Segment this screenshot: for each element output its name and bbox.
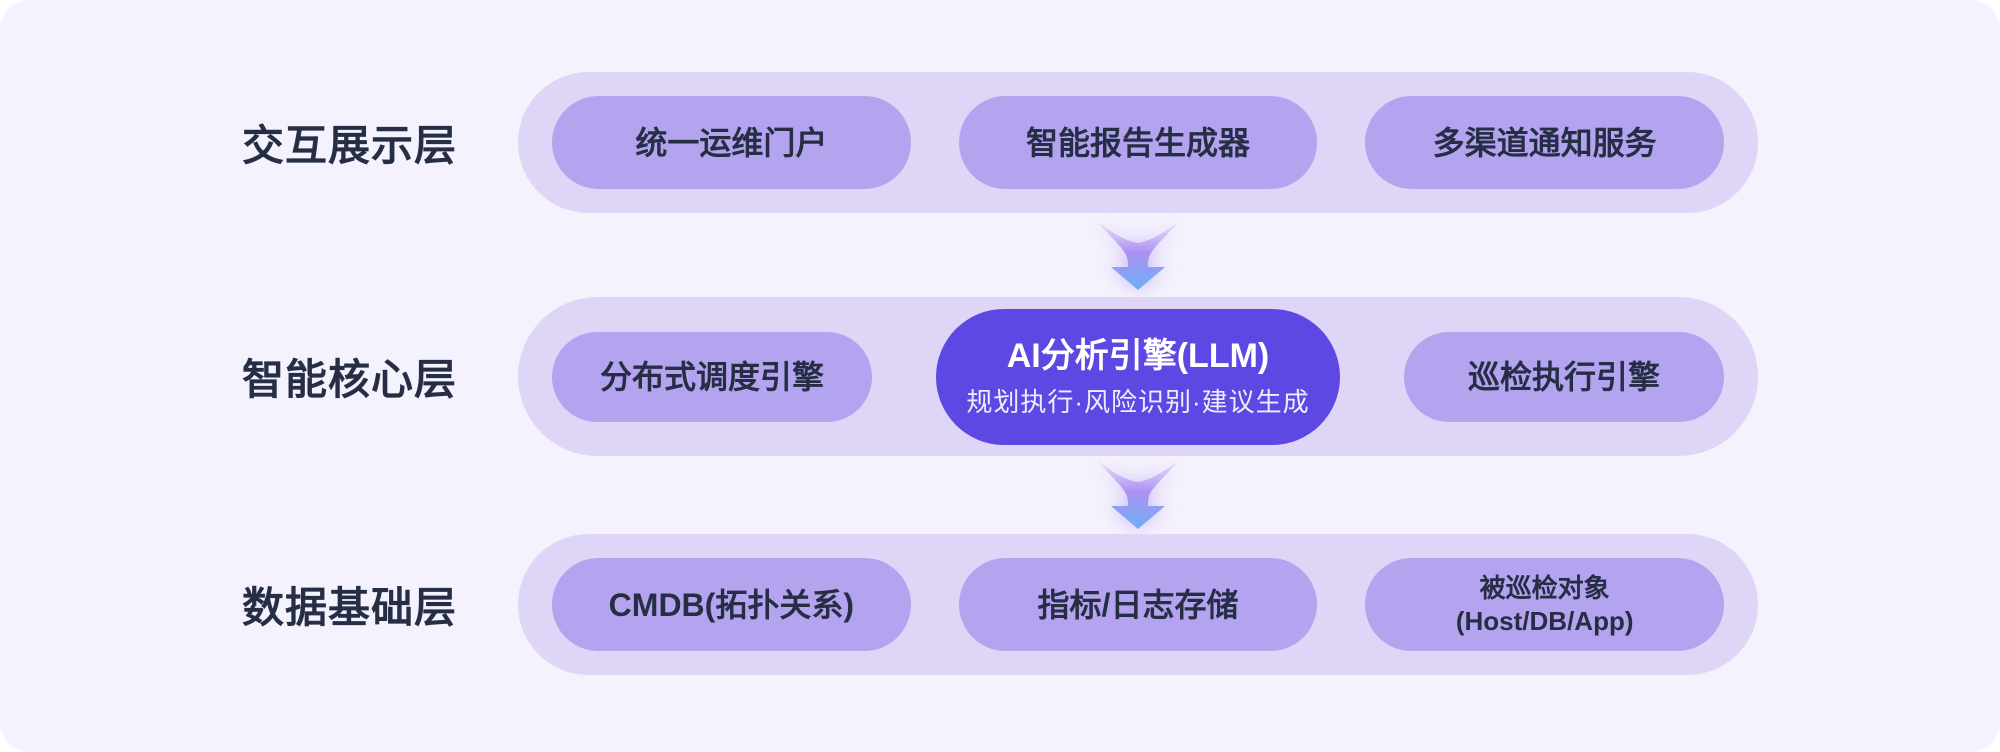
layer-row-core: 分布式调度引擎 AI分析引擎(LLM) 规划执行·风险识别·建议生成 巡检执行引… (518, 297, 1758, 456)
node-ai-analysis-engine: AI分析引擎(LLM) 规划执行·风险识别·建议生成 (936, 308, 1340, 445)
node-title: 巡检执行引擎 (1467, 358, 1660, 395)
node-title-line2: (Host/DB/App) (1455, 605, 1634, 636)
down-arrow-icon (1078, 220, 1198, 292)
node-title: 分布式调度引擎 (599, 358, 824, 395)
layer-label-data: 数据基础层 (242, 534, 502, 675)
node-subtitle: 规划执行·风险识别·建议生成 (966, 386, 1310, 417)
layer-row-data: CMDB(拓扑关系) 指标/日志存储 被巡检对象 (Host/DB/App) (518, 534, 1758, 675)
down-arrow-icon (1078, 459, 1198, 531)
node-title: 多渠道通知服务 (1432, 124, 1657, 161)
node-title: AI分析引擎(LLM) (1006, 337, 1270, 375)
node-report-generator: 智能报告生成器 (958, 96, 1318, 189)
node-title: 智能报告生成器 (1026, 124, 1251, 161)
node-scheduler-engine: 分布式调度引擎 (552, 331, 872, 422)
node-title: 指标/日志存储 (1037, 586, 1239, 623)
layer-label-core: 智能核心层 (242, 297, 502, 456)
node-unified-ops-portal: 统一运维门户 (552, 96, 911, 189)
layer-label-text: 智能核心层 (242, 356, 458, 403)
node-cmdb: CMDB(拓扑关系) (552, 558, 911, 651)
node-inspection-engine: 巡检执行引擎 (1404, 331, 1724, 422)
layer-label-text: 交互展示层 (242, 122, 458, 169)
layer-label-interaction: 交互展示层 (242, 72, 502, 213)
node-title: 统一运维门户 (635, 124, 828, 161)
node-inspected-targets: 被巡检对象 (Host/DB/App) (1365, 558, 1725, 651)
node-title: 被巡检对象 (1479, 573, 1610, 603)
node-metrics-log-storage: 指标/日志存储 (958, 558, 1318, 651)
node-notification-service: 多渠道通知服务 (1365, 96, 1725, 189)
layer-row-interaction: 统一运维门户 智能报告生成器 多渠道通知服务 (518, 72, 1758, 213)
layer-label-text: 数据基础层 (242, 584, 458, 631)
node-title: CMDB(拓扑关系) (608, 586, 854, 623)
